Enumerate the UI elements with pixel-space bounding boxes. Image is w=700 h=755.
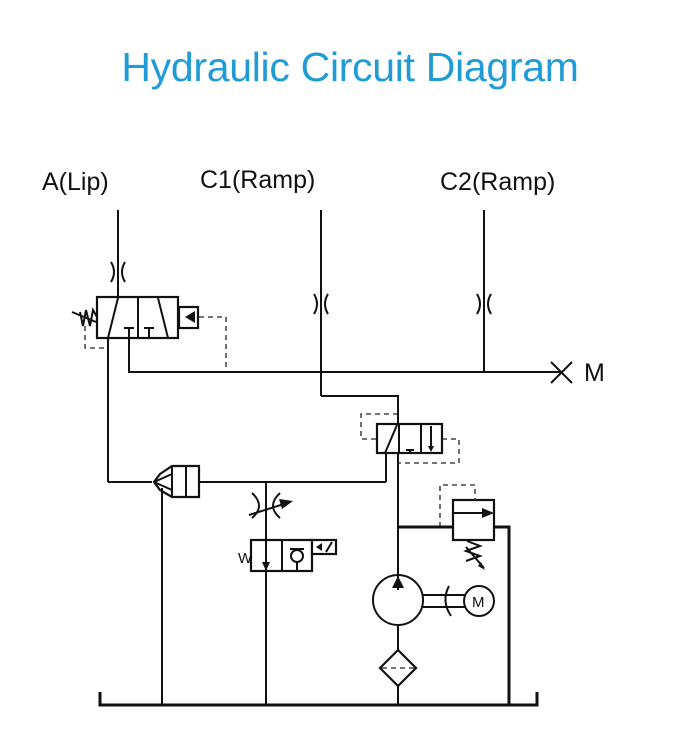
orifice-a-right — [121, 261, 126, 283]
solenoid-valve-a — [71, 295, 227, 372]
solenoid-arrow-icon — [185, 311, 195, 323]
port-label-c2: C2(Ramp) — [440, 168, 555, 196]
port-label-c1: C1(Ramp) — [200, 166, 315, 194]
filter — [378, 648, 418, 705]
line-c1 — [313, 210, 399, 424]
motor-label: M — [472, 594, 485, 611]
tank-line — [98, 692, 539, 707]
solenoid-check-valve: W — [238, 538, 338, 573]
solenoid-valve-c — [360, 413, 460, 590]
port-label-a: A(Lip) — [42, 168, 109, 196]
orifice-a-left — [110, 261, 115, 283]
electric-motor: M — [463, 585, 495, 617]
pump-arrow-icon — [392, 576, 404, 588]
relief-valve — [398, 484, 511, 705]
diagram-title: Hydraulic Circuit Diagram — [121, 44, 579, 90]
pump — [372, 574, 424, 650]
flow-arrow-icon — [482, 508, 494, 518]
adjust-arrow-icon — [279, 499, 293, 509]
hydraulic-cylinder — [152, 464, 201, 705]
line-a — [110, 210, 126, 298]
motor-coupling — [423, 585, 465, 617]
return-port-label: M — [584, 359, 605, 387]
adjustable-throttle-valve — [248, 482, 293, 705]
spool-label: W — [238, 550, 253, 567]
line-c2 — [476, 210, 492, 372]
